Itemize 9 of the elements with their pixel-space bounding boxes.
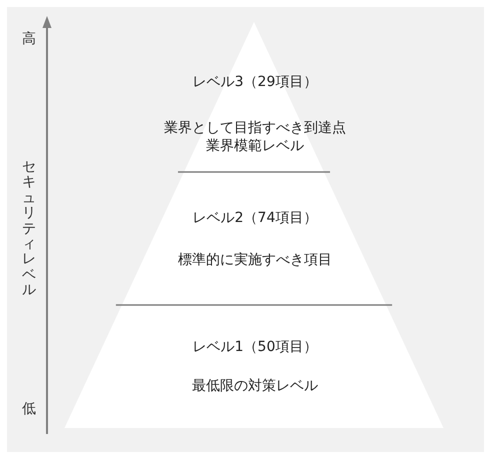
axis-end-label: 高 [22, 30, 36, 48]
level-description: 標準的に実施すべき項目 [178, 251, 332, 269]
level-title: レベル2（74項目） [192, 209, 318, 227]
level-description: 業界として目指すべき到達点業界模範レベル [163, 119, 347, 155]
axis-label: セキュリティレベル [22, 160, 36, 299]
level-title: レベル3（29項目） [192, 73, 318, 91]
level-description: 最低限の対策レベル [192, 377, 318, 395]
level-title: レベル1（50項目） [192, 338, 318, 356]
axis-end-label: 低 [22, 400, 36, 418]
